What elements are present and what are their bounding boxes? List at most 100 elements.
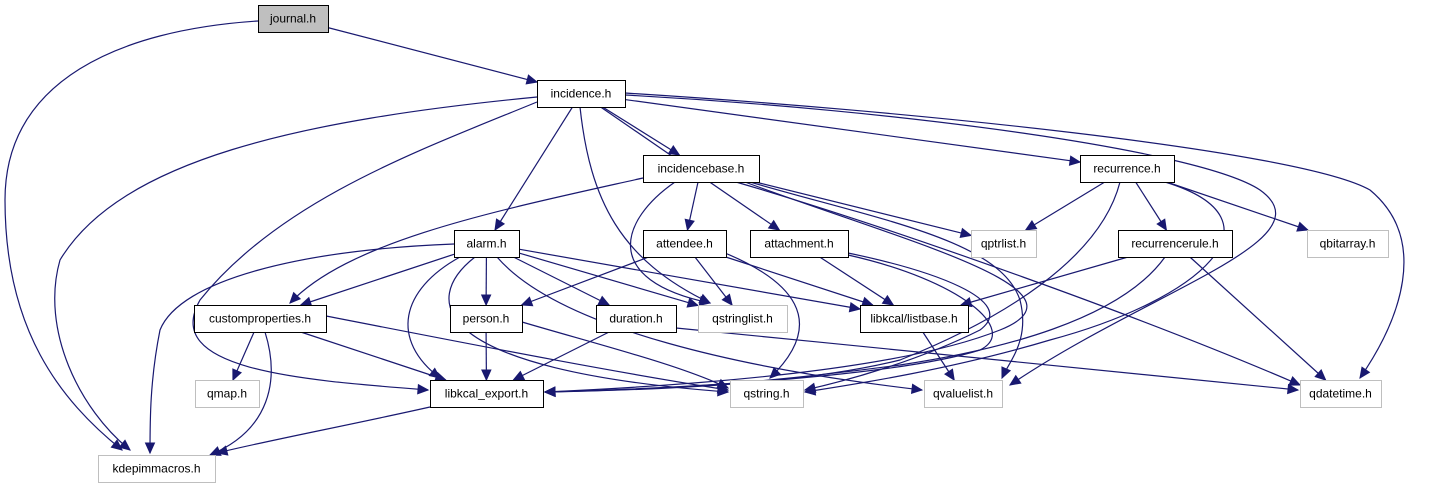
- arrowhead-icon: [1024, 220, 1038, 231]
- edge-attendee-to-qstring: [724, 252, 801, 379]
- node-person[interactable]: person.h: [450, 305, 523, 333]
- edge-line: [804, 181, 1225, 393]
- node-qmap: qmap.h: [195, 380, 260, 408]
- edge-incidence-to-qdatetime: [624, 92, 1405, 380]
- edge-attachment-to-listbase: [819, 256, 895, 306]
- edge-recurrence-to-qbitarray: [1166, 181, 1309, 232]
- node-box: [430, 380, 544, 408]
- edge-line: [1189, 256, 1327, 381]
- node-label: duration.h: [609, 312, 662, 326]
- arrowhead-icon: [848, 302, 862, 313]
- edge-incidencebase-to-libkcal_export: [543, 181, 1028, 397]
- arrowhead-icon: [215, 445, 229, 456]
- arrowhead-icon: [881, 294, 895, 306]
- node-box: [643, 230, 727, 258]
- node-attachment[interactable]: attachment.h: [750, 230, 849, 258]
- edges-layer: [4, 20, 1405, 456]
- edge-line: [544, 181, 1028, 393]
- edge-line: [1166, 181, 1309, 231]
- edge-incidencebase-to-qdatetime: [735, 181, 1302, 386]
- edge-line: [521, 256, 649, 306]
- edge-line: [513, 256, 610, 306]
- arrowhead-icon: [861, 296, 874, 307]
- arrowhead-icon: [417, 383, 430, 395]
- edge-listbase-to-qvaluelist: [922, 331, 955, 382]
- node-duration[interactable]: duration.h: [596, 305, 677, 333]
- arrowhead-icon: [721, 293, 733, 306]
- node-recurrence[interactable]: recurrence.h: [1080, 155, 1175, 183]
- node-label: libkcal/listbase.h: [870, 312, 957, 326]
- edge-line: [4, 20, 259, 451]
- node-box: [98, 455, 216, 483]
- arrowhead-icon: [543, 386, 556, 398]
- arrowhead-icon: [1001, 366, 1012, 380]
- node-qstring: qstring.h: [730, 380, 804, 408]
- edge-line: [518, 252, 699, 307]
- node-journal[interactable]: journal.h: [258, 5, 329, 33]
- edge-incidence-to-libkcal_export: [192, 101, 538, 395]
- edge-attendee-to-person: [520, 256, 649, 307]
- edge-duration-to-qdatetime: [675, 327, 1300, 395]
- node-box: [537, 80, 626, 108]
- node-label: qvaluelist.h: [933, 387, 993, 401]
- node-box: [730, 380, 804, 408]
- edge-line: [327, 27, 538, 83]
- node-label: recurrencerule.h: [1131, 237, 1218, 251]
- node-alarm[interactable]: alarm.h: [454, 230, 520, 258]
- edge-attendee-to-qstringlist: [694, 256, 733, 306]
- edge-incidence-to-qvaluelist: [624, 94, 1277, 386]
- edge-line: [192, 101, 538, 391]
- node-label: alarm.h: [466, 237, 506, 251]
- node-box: [454, 230, 520, 258]
- node-box: [1118, 230, 1233, 258]
- edge-incidence-to-qstringlist: [579, 106, 712, 304]
- node-libkcal_export[interactable]: libkcal_export.h: [430, 380, 544, 408]
- arrowhead-icon: [520, 296, 534, 307]
- arrowhead-icon: [481, 369, 492, 382]
- arrowhead-icon: [769, 366, 782, 379]
- node-label: attendee.h: [656, 237, 713, 251]
- arrowhead-icon: [289, 291, 302, 304]
- edge-incidencebase-to-qstringlist: [630, 181, 712, 307]
- arrowhead-icon: [480, 294, 492, 307]
- edge-line: [755, 181, 972, 237]
- edge-line: [216, 406, 431, 454]
- edge-line: [54, 96, 538, 451]
- edge-person-to-qstring: [521, 321, 730, 389]
- node-label: incidencebase.h: [658, 162, 745, 176]
- node-box: [195, 380, 260, 408]
- node-incidencebase[interactable]: incidencebase.h: [643, 155, 760, 183]
- edge-line: [300, 331, 446, 381]
- arrowhead-icon: [144, 442, 156, 455]
- node-recurrencerule[interactable]: recurrencerule.h: [1118, 230, 1233, 258]
- arrowhead-icon: [944, 368, 955, 382]
- arrowhead-icon: [299, 296, 313, 307]
- arrowhead-icon: [525, 74, 539, 85]
- node-label: person.h: [463, 312, 510, 326]
- edge-alarm-to-customproperties: [299, 253, 455, 307]
- edge-recurrence-to-qptrlist: [1024, 181, 1106, 231]
- edge-line: [496, 256, 923, 391]
- node-incidence[interactable]: incidence.h: [537, 80, 626, 108]
- edge-line: [602, 106, 680, 156]
- node-box: [860, 305, 969, 333]
- edge-incidencebase-to-attendee: [684, 181, 699, 232]
- node-label: customproperties.h: [209, 312, 311, 326]
- edge-line: [804, 252, 991, 391]
- edge-libkcal_export-to-kdepimmacros: [215, 406, 431, 456]
- arrowhead-icon: [118, 439, 131, 451]
- node-label: journal.h: [269, 12, 316, 26]
- edge-line: [494, 106, 574, 231]
- arrowhead-icon: [684, 218, 695, 232]
- edge-line: [749, 181, 1024, 379]
- node-attendee[interactable]: attendee.h: [643, 230, 727, 258]
- node-listbase[interactable]: libkcal/listbase.h: [860, 305, 969, 333]
- node-label: qbitarray.h: [1320, 237, 1376, 251]
- edge-person-to-libkcal_export: [481, 331, 492, 382]
- edge-alarm-to-qstringlist: [518, 252, 700, 308]
- edge-alarm-to-kdepimmacros: [144, 243, 455, 455]
- node-box: [971, 230, 1037, 258]
- node-customproperties[interactable]: customproperties.h: [194, 305, 327, 333]
- edge-alarm-to-duration: [513, 256, 611, 306]
